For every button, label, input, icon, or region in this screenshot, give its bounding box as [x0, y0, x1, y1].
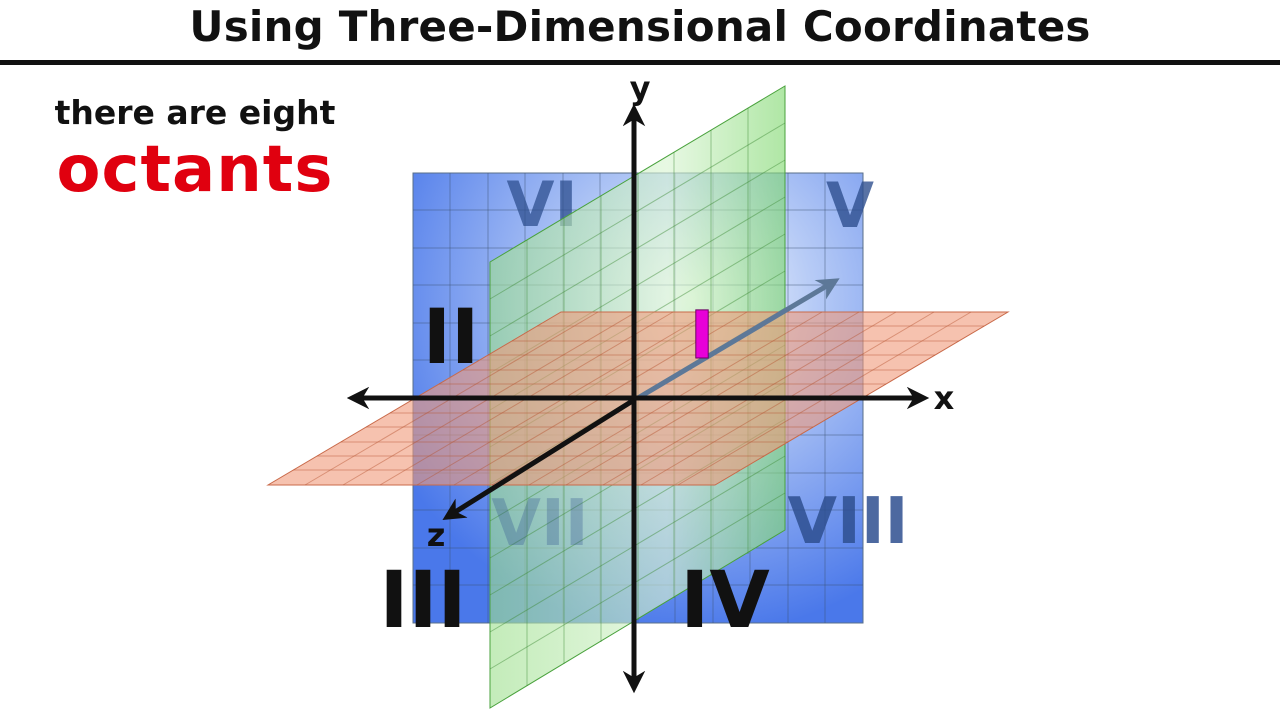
- octant-label-iii: III: [379, 556, 466, 646]
- octant-label-v: V: [826, 169, 874, 242]
- octant-label-viii: VIII: [788, 485, 909, 559]
- octant-label-i: I: [690, 297, 715, 374]
- octant-label-iv: IV: [680, 556, 769, 646]
- octant-label-vii: VII: [491, 487, 588, 561]
- axis-label-x: x: [934, 379, 955, 417]
- z-axis: [442, 397, 636, 520]
- title-underline: [0, 60, 1280, 65]
- caption-line-1: there are eight: [54, 93, 336, 132]
- z-axis-back: [636, 278, 840, 401]
- page-title: Using Three-Dimensional Coordinates: [189, 2, 1091, 51]
- caption: there are eight octants: [30, 92, 360, 206]
- caption-line-2: octants: [56, 133, 334, 207]
- axis-label-y: y: [630, 69, 651, 107]
- octant-label-ii: II: [423, 292, 480, 381]
- axis-label-z: z: [427, 516, 446, 554]
